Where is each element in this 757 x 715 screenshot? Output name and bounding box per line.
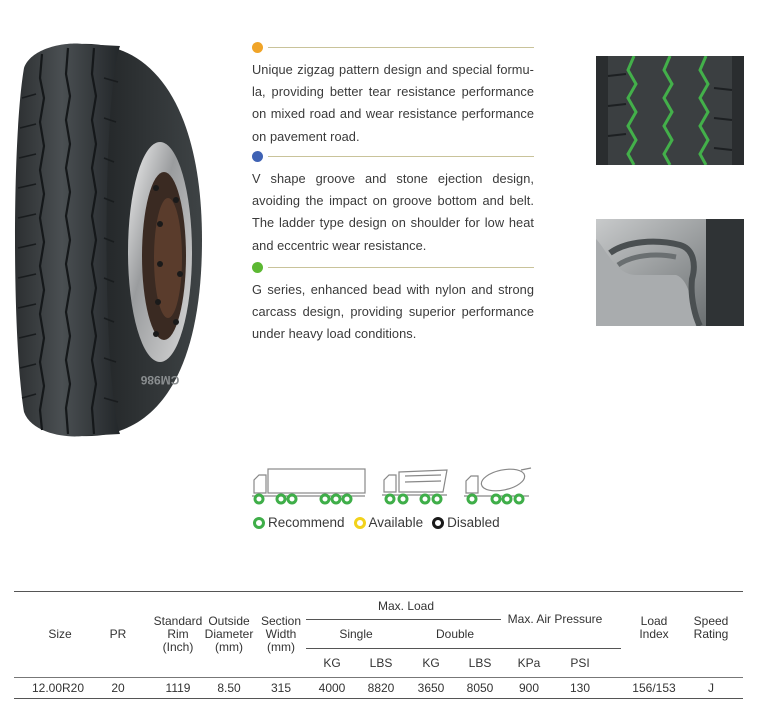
feature-1: Unique zigzag pattern design and special… (252, 42, 534, 148)
legend-available: Available (353, 515, 424, 530)
tire-sidewall-text: CM986 (140, 373, 179, 387)
header-pr: PR (109, 627, 127, 641)
usage-legend: Recommend Available Disabled (253, 515, 509, 530)
cell-psi: 130 (569, 681, 591, 695)
spec-table: Size PR Standard Rim (Inch) Outside Diam… (14, 591, 743, 701)
cell-width: 315 (270, 681, 292, 695)
feature-1-text: Unique zigzag pattern design and special… (252, 62, 534, 144)
available-ring-icon (353, 516, 366, 529)
legend-recommend-label: Recommend (268, 515, 345, 530)
cell-rim: 1119 (165, 681, 191, 695)
header-rim: Standard Rim (Inch) (153, 614, 203, 654)
feature-2-text: V shape groove and stone ejection design… (252, 171, 534, 253)
tread-pattern-photo (596, 56, 744, 165)
cell-pr: 20 (111, 681, 125, 695)
cell-kg-single: 4000 (318, 681, 346, 695)
shoulder-groove-photo (596, 219, 744, 326)
legend-disabled-label: Disabled (447, 515, 500, 530)
feature-2: V shape groove and stone ejection design… (252, 151, 534, 257)
header-max-load: Max. Load (377, 599, 435, 613)
tire-illustration: CM986 (15, 43, 202, 437)
cell-diameter: 8.50 (217, 681, 241, 695)
header-psi: PSI (570, 656, 590, 670)
header-lbs-double: LBS (468, 656, 492, 670)
header-kg-double: KG (422, 656, 440, 670)
header-single: Single (339, 627, 373, 641)
feature-3-bullet-icon (252, 262, 263, 273)
header-kg-single: KG (323, 656, 341, 670)
concrete-mixer-truck-icon (464, 467, 532, 505)
legend-available-label: Available (368, 515, 424, 530)
cell-kpa: 900 (518, 681, 540, 695)
long-haul-truck-icon (252, 468, 366, 505)
recommend-ring-icon (253, 516, 265, 529)
header-kpa: KPa (517, 656, 541, 670)
header-load-index: Load Index (639, 614, 669, 641)
header-diameter: Outside Diameter (mm) (204, 614, 254, 654)
dump-truck-icon (382, 469, 448, 505)
header-max-pressure: Max. Air Pressure (507, 612, 603, 626)
feature-3-text: G series, enhanced bead with nylon and s… (252, 282, 534, 342)
cell-load-index: 156/153 (632, 681, 676, 695)
header-lbs-single: LBS (369, 656, 393, 670)
legend-disabled: Disabled (432, 515, 500, 530)
header-speed-rating: Speed Rating (693, 614, 729, 641)
legend-recommend: Recommend (253, 515, 345, 530)
cell-lbs-single: 8820 (367, 681, 395, 695)
cell-size: 12.00R20 (31, 681, 85, 695)
feature-1-bullet-icon (252, 42, 263, 53)
header-size: Size (48, 627, 72, 641)
feature-3: G series, enhanced bead with nylon and s… (252, 262, 534, 346)
cell-kg-double: 3650 (417, 681, 445, 695)
cell-speed-rating: J (708, 681, 714, 695)
disabled-ring-icon (432, 516, 445, 529)
header-double: Double (435, 627, 475, 641)
header-width: Section Width (mm) (260, 614, 302, 654)
cell-lbs-double: 8050 (466, 681, 494, 695)
feature-2-bullet-icon (252, 151, 263, 162)
